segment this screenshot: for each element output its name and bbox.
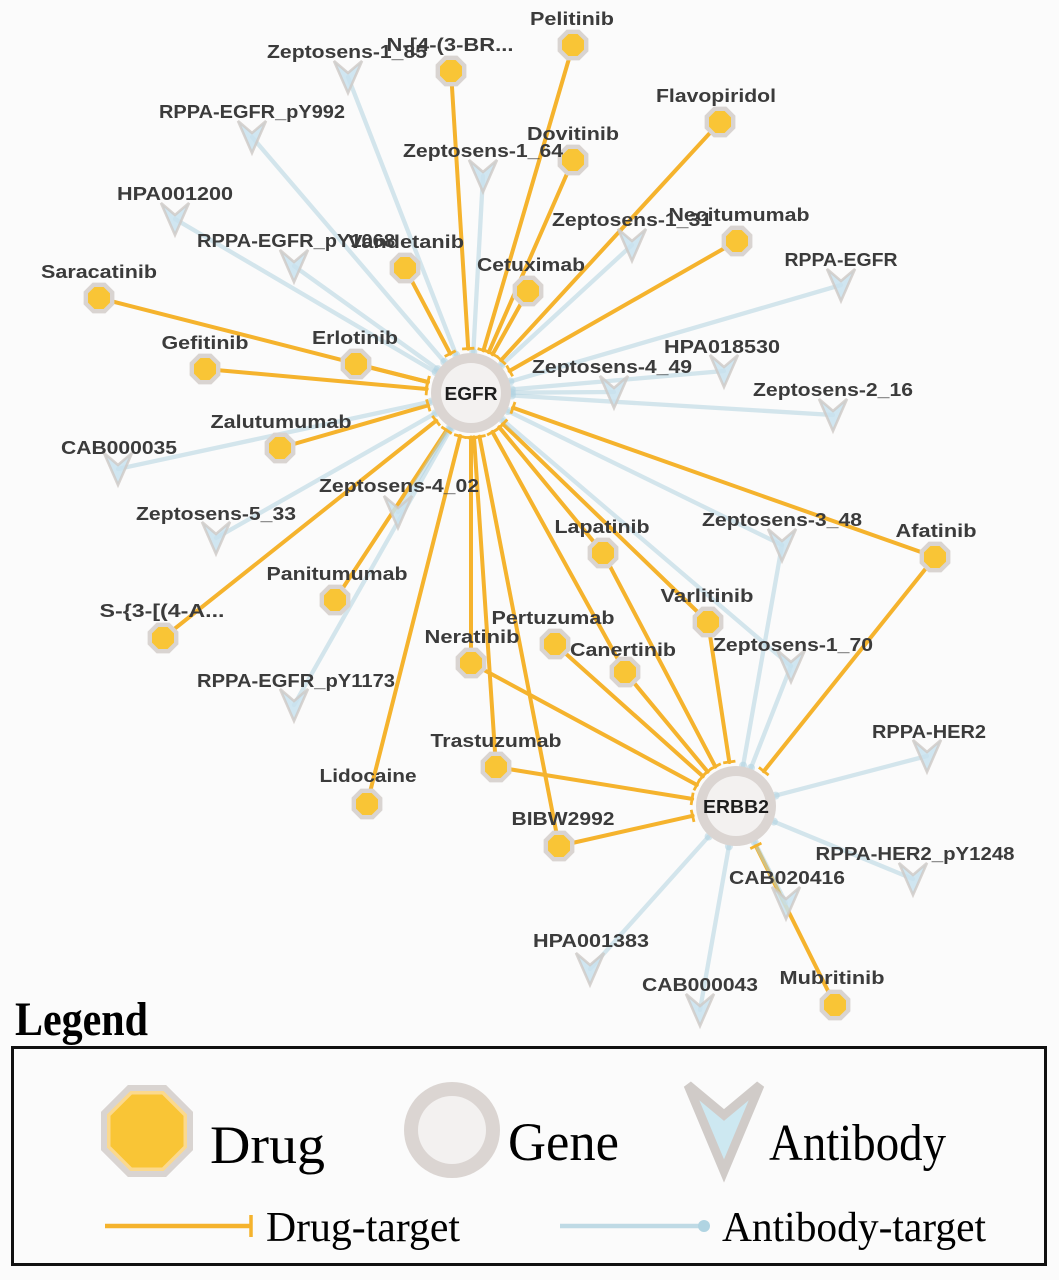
svg-text:CAB020416: CAB020416 [729,868,845,888]
svg-text:Zalutumumab: Zalutumumab [211,412,352,432]
svg-text:BIBW2992: BIBW2992 [512,809,615,829]
svg-text:Zeptosens-4_49: Zeptosens-4_49 [532,357,692,377]
svg-text:Zeptosens-5_33: Zeptosens-5_33 [136,504,296,524]
svg-text:Drug-target: Drug-target [266,1205,460,1251]
svg-text:Saracatinib: Saracatinib [41,262,157,282]
svg-text:Dovitinib: Dovitinib [527,124,619,144]
svg-text:HPA001383: HPA001383 [533,931,649,951]
svg-text:Lapatinib: Lapatinib [555,517,650,537]
svg-text:Legend: Legend [15,993,148,1046]
svg-text:Zeptosens-1_31: Zeptosens-1_31 [552,210,712,230]
svg-text:Antibody: Antibody [769,1115,946,1172]
svg-text:Gefitinib: Gefitinib [162,333,249,353]
svg-text:RPPA-HER2_pY1248: RPPA-HER2_pY1248 [816,844,1015,864]
svg-text:CAB000035: CAB000035 [61,438,177,458]
svg-text:Gene: Gene [508,1112,619,1172]
svg-text:Canertinib: Canertinib [570,640,676,660]
svg-text:S-{3-[(4-A...: S-{3-[(4-A... [100,601,225,621]
svg-text:Zeptosens-1_70: Zeptosens-1_70 [713,635,873,655]
svg-text:Zeptosens-3_48: Zeptosens-3_48 [702,510,862,530]
svg-text:EGFR: EGFR [445,384,498,404]
svg-text:RPPA-EGFR: RPPA-EGFR [785,250,898,270]
svg-text:Zeptosens-4_02: Zeptosens-4_02 [319,476,479,496]
svg-text:Varlitinib: Varlitinib [661,586,754,606]
svg-text:RPPA-EGFR_pY992: RPPA-EGFR_pY992 [159,102,345,122]
svg-text:Neratinib: Neratinib [425,627,520,647]
svg-text:RPPA-HER2: RPPA-HER2 [872,722,986,742]
svg-text:Vandetanib: Vandetanib [348,232,464,252]
svg-text:ERBB2: ERBB2 [703,797,769,817]
svg-text:Trastuzumab: Trastuzumab [431,731,562,751]
svg-text:Panitumumab: Panitumumab [267,564,408,584]
svg-text:Erlotinib: Erlotinib [312,328,398,348]
svg-text:CAB000043: CAB000043 [642,975,758,995]
svg-text:Necitumumab: Necitumumab [669,205,810,225]
svg-text:Drug: Drug [210,1115,325,1175]
svg-text:Pertuzumab: Pertuzumab [492,608,615,628]
svg-text:Antibody-target: Antibody-target [722,1205,986,1251]
svg-text:HPA018530: HPA018530 [664,337,780,357]
svg-text:Cetuximab: Cetuximab [477,255,585,275]
svg-text:Lidocaine: Lidocaine [320,766,417,786]
svg-text:Afatinib: Afatinib [896,521,977,541]
svg-text:Zeptosens-1_64: Zeptosens-1_64 [403,141,563,161]
svg-text:Flavopiridol: Flavopiridol [656,86,776,106]
svg-text:Pelitinib: Pelitinib [530,9,614,29]
svg-text:N-[4-(3-BR...: N-[4-(3-BR... [387,35,514,55]
svg-text:Zeptosens-1_85: Zeptosens-1_85 [267,42,427,62]
svg-text:HPA001200: HPA001200 [117,184,233,204]
svg-text:Zeptosens-2_16: Zeptosens-2_16 [753,380,913,400]
svg-text:Mubritinib: Mubritinib [780,968,885,988]
svg-text:RPPA-EGFR_pY1068: RPPA-EGFR_pY1068 [197,231,395,251]
svg-text:RPPA-EGFR_pY1173: RPPA-EGFR_pY1173 [197,671,395,691]
